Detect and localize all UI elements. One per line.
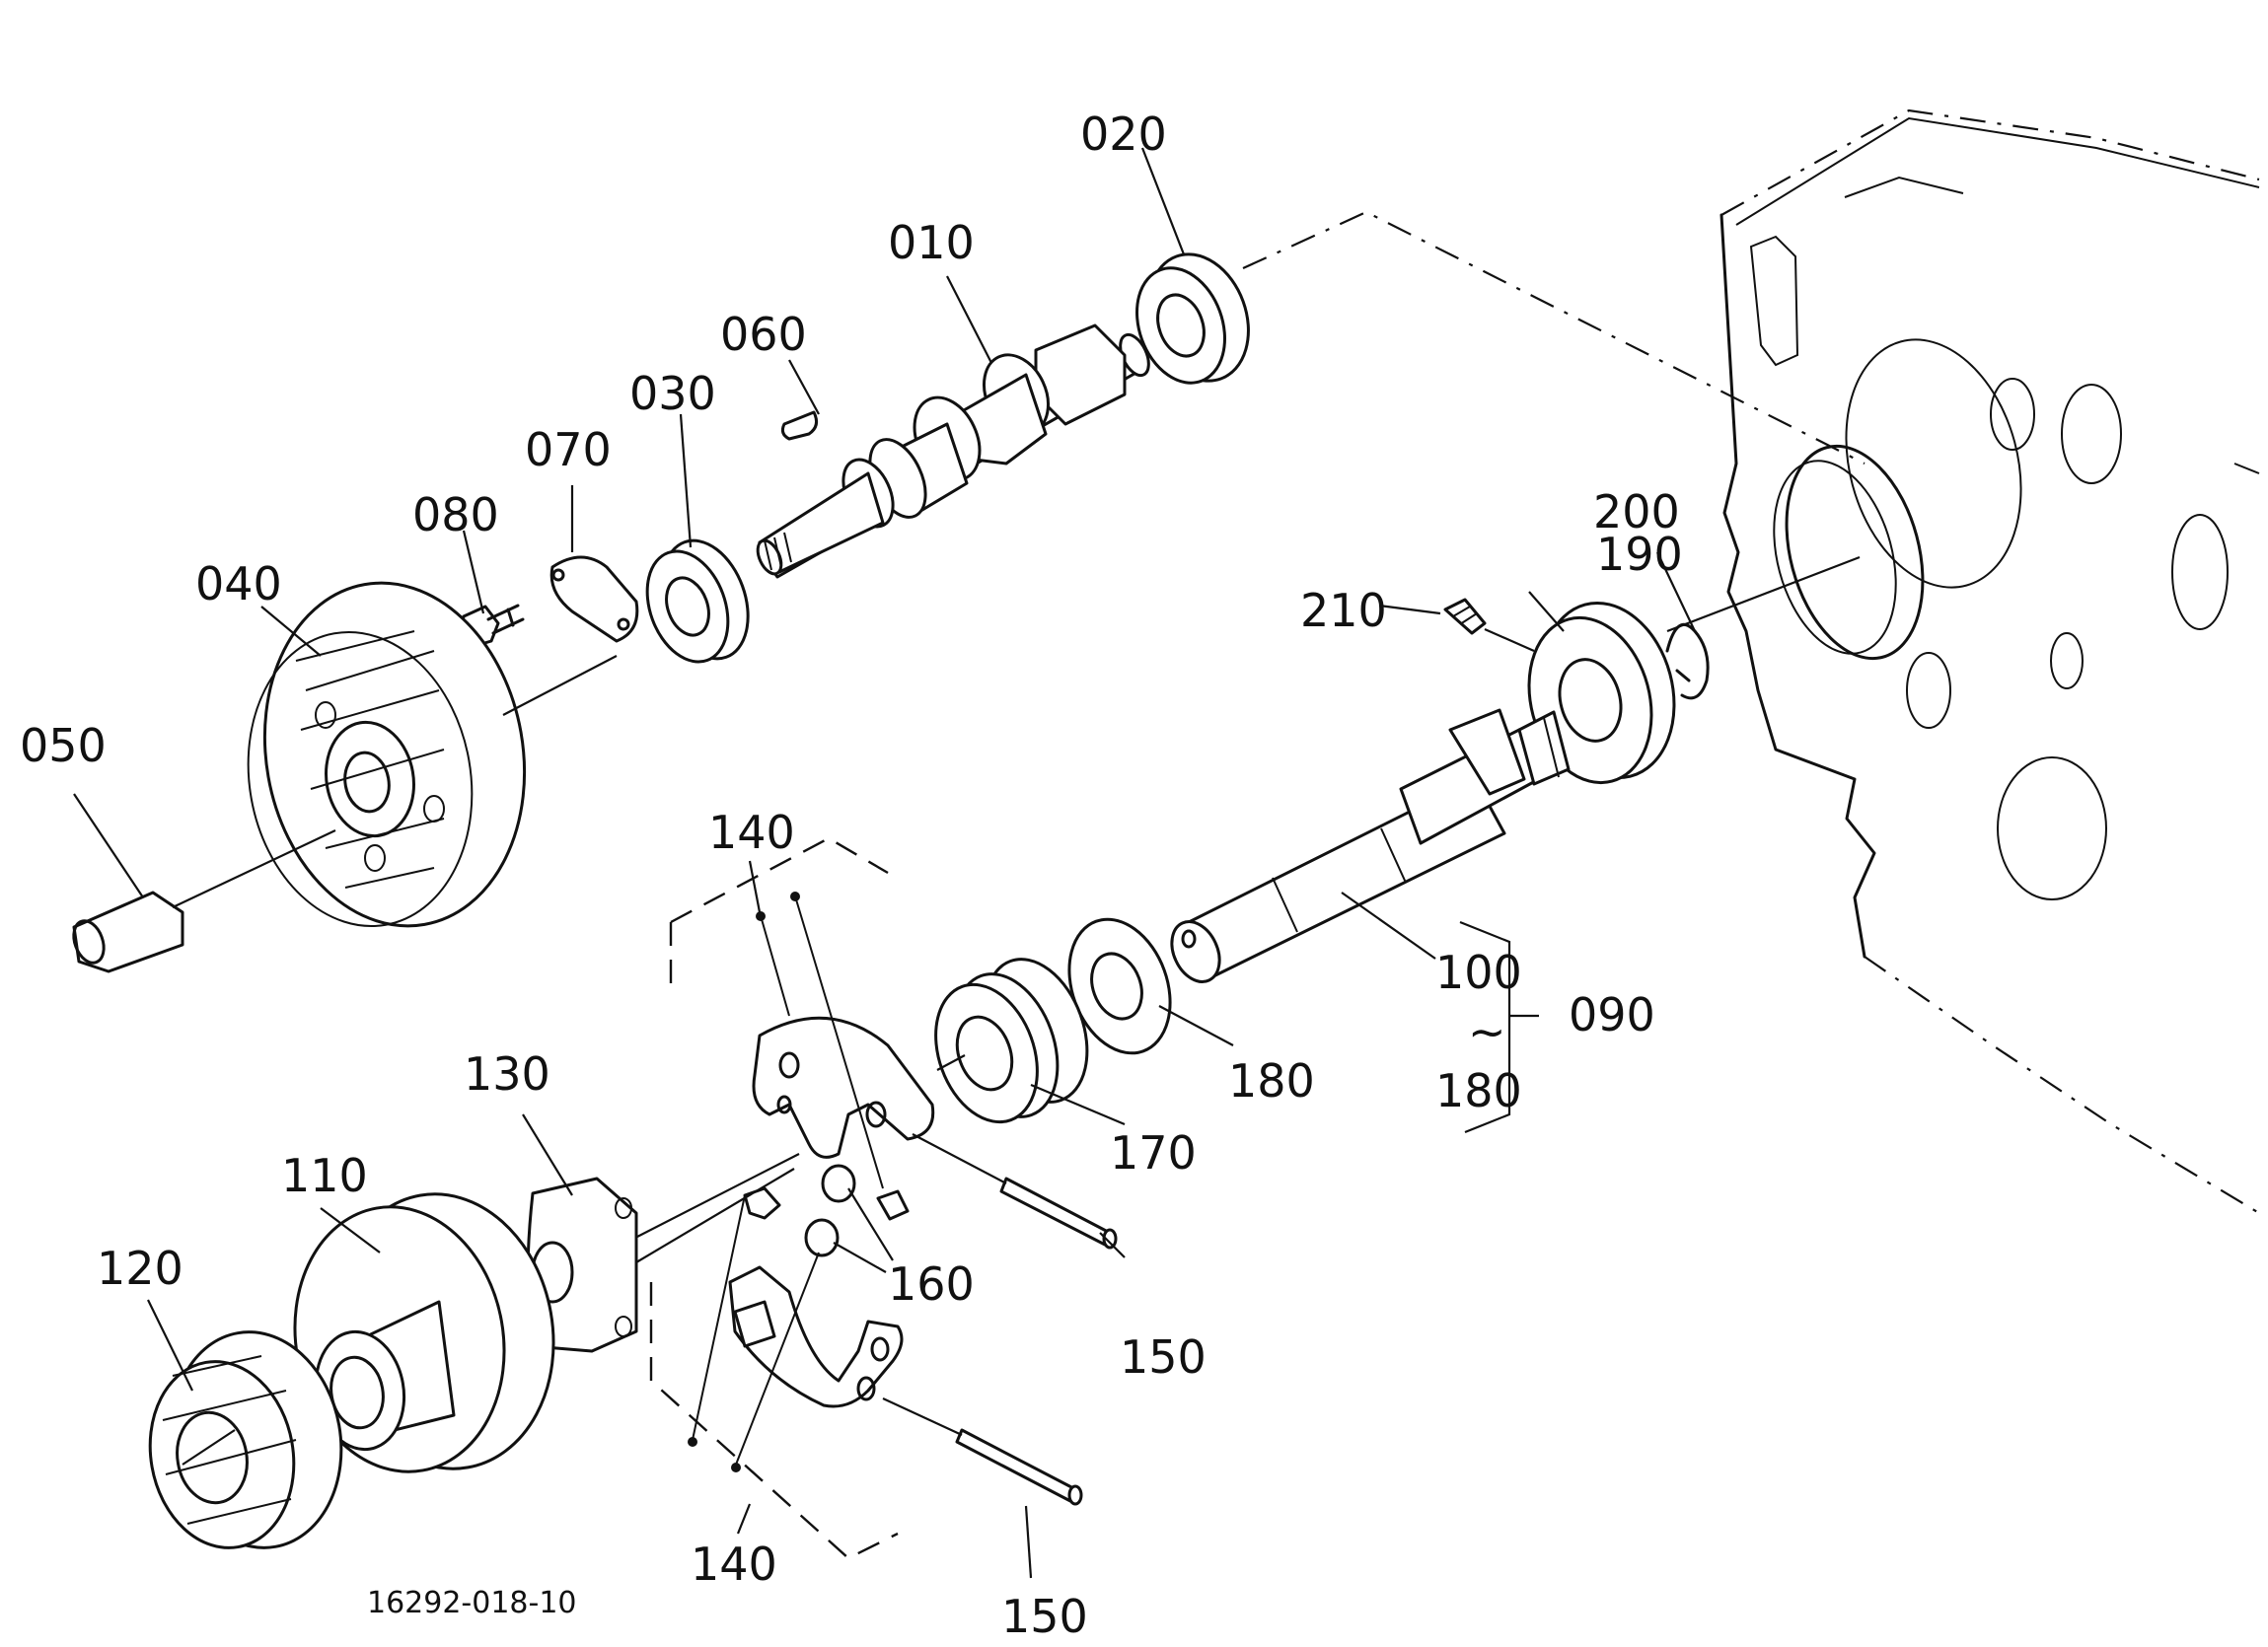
label-180-washer: 180 <box>1228 1054 1315 1108</box>
label-050: 050 <box>20 719 107 772</box>
label-140-top: 140 <box>708 806 795 859</box>
camshaft-assembly <box>72 210 1866 973</box>
governor-sleeve-170 <box>934 958 1089 1124</box>
label-100: 100 <box>1435 946 1522 999</box>
label-170: 170 <box>1110 1126 1197 1180</box>
part-labels: 020 010 060 030 070 080 040 050 190 200 … <box>20 107 1683 1643</box>
camshaft-010 <box>756 323 1150 579</box>
bearing-holder-070 <box>549 555 639 643</box>
label-010: 010 <box>888 216 975 269</box>
set-screw-210 <box>1443 598 1487 635</box>
weight-holder-lower <box>728 1265 904 1408</box>
pin-150-upper <box>999 1177 1118 1250</box>
governor-shaft-100 <box>1170 708 1571 983</box>
bearing-020 <box>1135 252 1250 385</box>
circlip-200 <box>1665 622 1710 700</box>
leader-lines <box>73 147 1696 1579</box>
label-180-range: 180 <box>1435 1064 1522 1117</box>
label-060: 060 <box>720 308 807 361</box>
label-130: 130 <box>464 1047 550 1101</box>
label-090: 090 <box>1569 988 1655 1041</box>
label-030: 030 <box>629 367 716 420</box>
woodruff-key-060 <box>780 410 819 441</box>
bolts-160 <box>743 1164 910 1257</box>
pulley-110 <box>293 1192 555 1473</box>
weight-holder-upper <box>752 1016 935 1159</box>
label-110: 110 <box>281 1149 368 1202</box>
crankcase <box>1719 108 2260 1214</box>
governor-weight-assembly <box>551 836 1118 1560</box>
label-150-bottom: 150 <box>1001 1590 1088 1643</box>
bearing-030 <box>645 538 750 664</box>
label-150-top: 150 <box>1120 1330 1207 1384</box>
pin-050 <box>72 891 184 973</box>
label-range-tilde: ~ <box>1468 1005 1506 1058</box>
drawing-number: 16292-018-10 <box>367 1586 577 1620</box>
label-200: 200 <box>1593 485 1680 538</box>
label-070: 070 <box>525 423 612 476</box>
label-190: 190 <box>1596 528 1683 581</box>
label-040: 040 <box>195 557 282 610</box>
label-020: 020 <box>1080 107 1167 161</box>
label-080: 080 <box>412 488 499 541</box>
label-140-bottom: 140 <box>691 1538 777 1591</box>
pin-150-lower <box>955 1428 1083 1506</box>
governor-shaft-assembly <box>934 598 1710 1124</box>
cam-gear-040 <box>247 581 527 928</box>
gear-120 <box>148 1330 343 1549</box>
pulley-assembly <box>148 1168 795 1549</box>
label-210: 210 <box>1300 584 1387 637</box>
label-160: 160 <box>888 1257 975 1311</box>
label-120: 120 <box>97 1242 183 1295</box>
